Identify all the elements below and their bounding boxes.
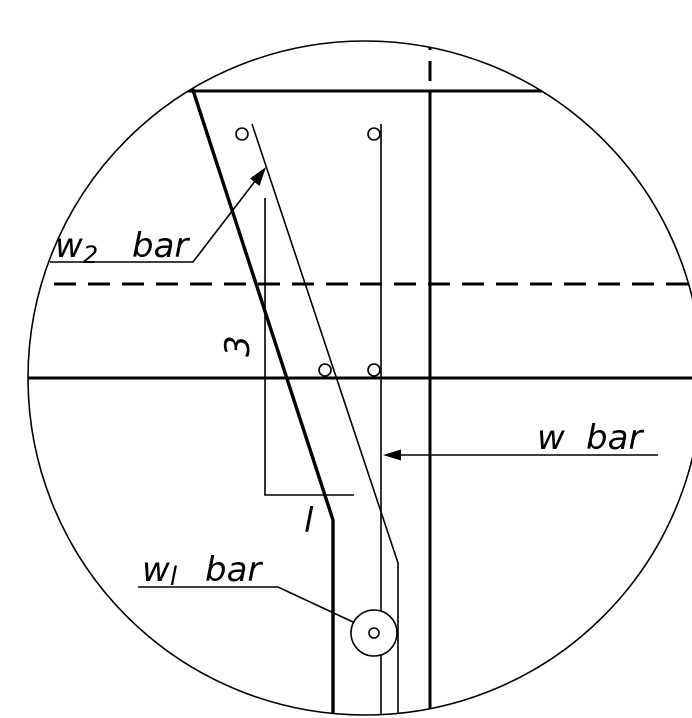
w1-bar-label-subscript: l	[170, 562, 178, 592]
bar-section-marker	[367, 127, 381, 141]
w2-bar-label-subscript: 2	[83, 241, 98, 269]
w2-bar-label-suffix: bar	[132, 226, 190, 266]
w2-bar-label: w2 bar	[55, 226, 190, 269]
w1-bar-leader	[138, 586, 354, 623]
w2-bar-arrowhead	[250, 167, 266, 186]
w2-bar-leader	[50, 171, 263, 263]
dimension-bracket	[264, 198, 354, 496]
w-bar-arrowhead	[383, 449, 401, 461]
w-bar-label-main: w	[537, 418, 565, 458]
bar-section-marker	[367, 363, 381, 377]
w-bar-label-suffix: bar	[586, 418, 644, 458]
w1-bar-section-dot	[368, 627, 380, 639]
w1-bar-line	[187, 77, 335, 715]
w2-bar-label-main: w	[55, 226, 83, 266]
w1-bar-label-suffix: bar	[205, 550, 263, 590]
dimension-label-3: 3	[218, 335, 258, 357]
dimension-label-l: l	[304, 501, 314, 541]
w1-bar-label-main: w	[142, 550, 170, 590]
bar-section-marker	[318, 363, 332, 377]
bar-section-marker	[235, 127, 249, 141]
w2-bar-line	[251, 123, 399, 715]
